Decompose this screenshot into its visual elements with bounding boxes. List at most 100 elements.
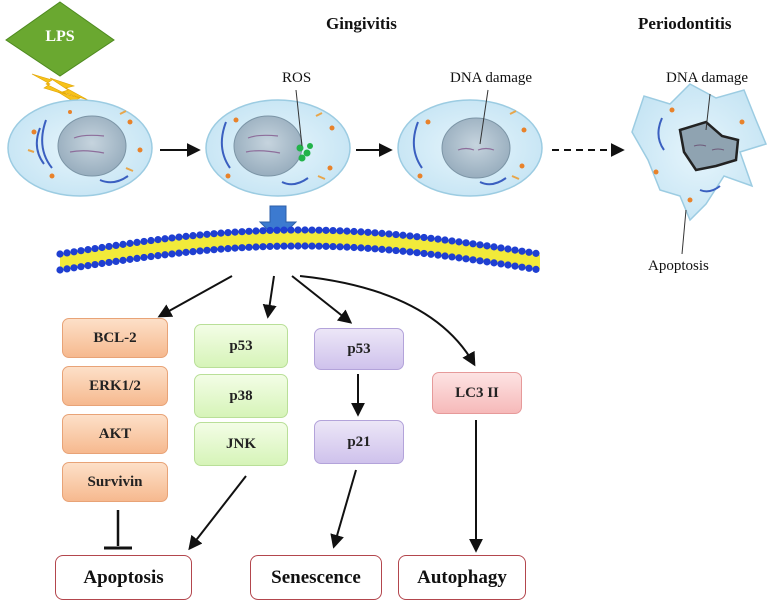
membrane-lipid-head — [105, 242, 113, 251]
membrane-lipid-head — [511, 262, 519, 270]
membrane-lipid-head — [462, 255, 470, 263]
membrane-lipid-head — [70, 264, 78, 272]
membrane-lipid-head — [245, 227, 253, 235]
membrane-lipid-head — [420, 249, 428, 258]
membrane-lipid-head — [112, 241, 120, 249]
membrane-lipid-head — [525, 264, 533, 272]
membrane-lipid-head — [77, 263, 85, 271]
membrane-lipid-head — [518, 263, 526, 271]
membrane-lipid-head — [469, 256, 477, 264]
membrane-lipid-head — [350, 227, 358, 236]
node-p38: p38 — [194, 374, 288, 418]
membrane-lipid-head — [504, 245, 512, 253]
outcome-autophagy: Autophagy — [398, 555, 526, 600]
membrane-lipid-head — [133, 254, 141, 263]
membrane-lipid-head — [77, 247, 85, 255]
membrane-lipid-head — [399, 231, 407, 239]
membrane-lipid-head — [161, 235, 169, 243]
membrane-lipid-head — [364, 228, 372, 236]
membrane-lipid-head — [462, 239, 470, 247]
dna-damage-label-2: DNA damage — [666, 70, 749, 86]
arrow-jnk-apoptosis — [188, 475, 247, 551]
membrane-lipid-head — [175, 233, 183, 241]
membrane-lipid-head — [252, 227, 260, 235]
membrane-lipid-head — [490, 259, 498, 267]
membrane-lipid-head — [196, 247, 204, 255]
membrane-lipid-head — [245, 243, 253, 251]
membrane-lipid-head — [420, 233, 428, 242]
membrane-lipid-head — [238, 228, 246, 236]
membrane-lipid-head — [119, 240, 127, 248]
node-jnk: JNK — [194, 422, 288, 466]
membrane-lipid-head — [357, 228, 365, 236]
membrane-lipid-head — [147, 236, 155, 245]
membrane-lipid-head — [147, 252, 155, 261]
membrane-lipid-head — [210, 246, 218, 254]
membrane-lipid-head — [343, 243, 351, 251]
arrow-to-pro-apoptotic — [262, 275, 277, 319]
membrane-lipid-head — [217, 229, 225, 237]
membrane-lipid-head — [196, 231, 204, 239]
membrane-lipid-head — [336, 243, 344, 251]
membrane-lipid-head — [329, 226, 337, 235]
membrane-lipid-head — [189, 232, 197, 240]
membrane-lipid-head — [385, 246, 393, 254]
membrane-lipid-head — [350, 243, 358, 252]
membrane-lipid-head — [294, 226, 302, 234]
membrane-lipid-head — [483, 258, 491, 266]
membrane-lipid-head — [385, 230, 393, 238]
membrane-lipid-head — [203, 246, 211, 254]
membrane-lipid-head — [231, 244, 239, 252]
membrane-lipid-head — [357, 244, 365, 252]
membrane-lipid-head — [266, 242, 274, 251]
apoptosis-cell-label: Apoptosis — [648, 258, 709, 274]
membrane-lipid-head — [182, 248, 190, 256]
membrane-lipid-head — [434, 235, 442, 243]
membrane-lipid-head — [532, 265, 540, 273]
node-akt: AKT — [62, 414, 168, 454]
membrane-lipid-head — [413, 233, 421, 241]
membrane-lipid-head — [63, 249, 71, 257]
membrane-lipid-head — [308, 226, 316, 234]
membrane-lipid-head — [497, 244, 505, 252]
arrow-to-anti-apoptotic — [157, 275, 233, 318]
node-lc3-ii: LC3 II — [432, 372, 522, 414]
node-p21: p21 — [314, 420, 404, 464]
membrane-lipid-head — [315, 242, 323, 250]
cell-ros — [205, 99, 351, 197]
node-erk12: ERK1/2 — [62, 366, 168, 406]
membrane-lipid-head — [189, 248, 197, 256]
membrane-lipid-head — [301, 242, 309, 250]
membrane-lipid-head — [399, 247, 407, 255]
membrane-lipid-head — [168, 234, 176, 242]
membrane-lipid-head — [231, 228, 239, 236]
membrane-lipid-head — [56, 266, 64, 274]
membrane-lipid-head — [532, 249, 540, 257]
arrow-to-senescence — [291, 275, 353, 324]
membrane-lipid-head — [259, 227, 267, 235]
membrane-lipid-head — [217, 245, 225, 253]
membrane-lipid-head — [448, 253, 456, 261]
membrane-lipid-head — [469, 240, 477, 248]
membrane-lipid-head — [140, 237, 148, 246]
membrane-lipid-head — [476, 241, 484, 249]
membrane-lipid-head — [441, 252, 449, 260]
membrane-lipid-head — [203, 230, 211, 238]
membrane-lipid-head — [224, 229, 232, 237]
membrane-lipid-head — [392, 246, 400, 255]
membrane-lipid-head — [427, 234, 435, 242]
membrane-lipid-head — [238, 244, 246, 252]
membrane-lipid-head — [392, 230, 400, 239]
membrane-lipid-head — [371, 245, 379, 253]
membrane-lipid-head — [63, 265, 71, 273]
cell-normal — [7, 99, 153, 197]
membrane-lipid-head — [133, 238, 141, 247]
membrane-lipid-head — [126, 255, 134, 263]
lps-diamond — [5, 1, 115, 77]
membrane-lipid-head — [70, 248, 78, 256]
membrane-lipid-head — [378, 229, 386, 237]
membrane-lipid-head — [322, 226, 330, 234]
membrane-lipid-head — [455, 254, 463, 262]
membrane-lipid-head — [483, 242, 491, 250]
